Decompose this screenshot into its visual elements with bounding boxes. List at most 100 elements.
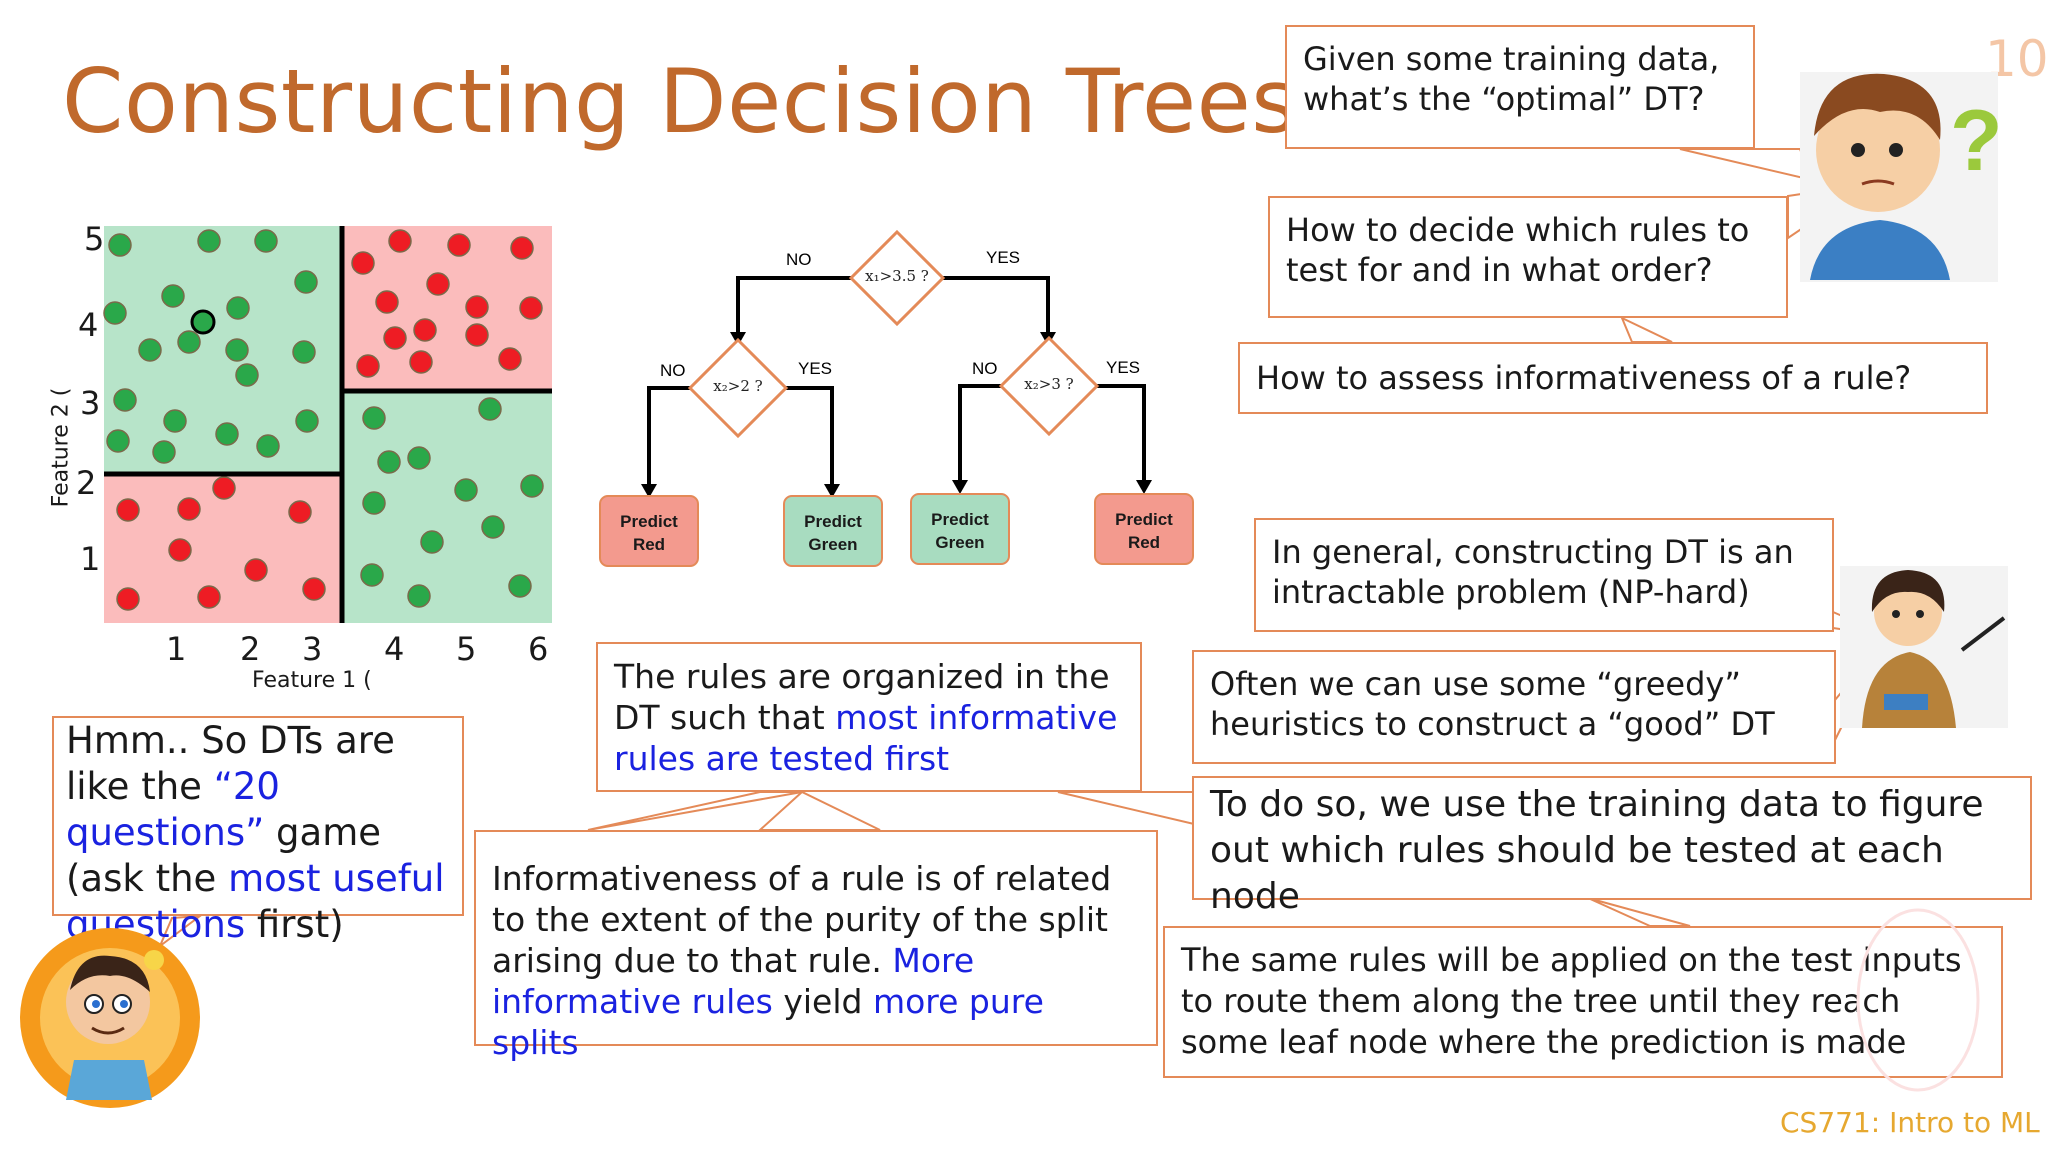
edge-right-no (958, 384, 1002, 486)
x-tick-5: 5 (456, 630, 477, 668)
left-node-diamond (687, 337, 789, 439)
leaf-predict-green-1 (783, 495, 883, 567)
arrowhead-left-no (641, 484, 657, 498)
green-point-17 (106, 429, 130, 453)
callout-purity-highlight-1: More informative rules (492, 941, 975, 1021)
callout-np-hard: In general, constructing DT is an intrac… (1254, 518, 1834, 632)
y-tick-4: 4 (78, 306, 99, 344)
red-point-11 (465, 323, 489, 347)
callout-hmm-mid: game (ask the (66, 811, 382, 900)
callout-rules-organized: The rules are organized in the DT such t… (596, 642, 1142, 792)
thinking-man-icon (20, 928, 200, 1108)
red-point-12 (498, 347, 522, 371)
callout-assess: How to assess informativeness of a rule? (1238, 342, 1988, 414)
green-point-24 (520, 474, 544, 498)
red-point-10 (413, 318, 437, 342)
callout-organized-highlight: most informative rules are tested first (614, 698, 1118, 778)
course-footer: CS771: Intro to ML (1780, 1106, 2040, 1139)
pointer-hmm (157, 914, 204, 950)
green-point-6 (226, 296, 250, 320)
scatter-points (103, 229, 544, 611)
leaf3-line2: Green (935, 533, 984, 552)
green-point-30 (508, 574, 532, 598)
green-point-23 (407, 446, 431, 470)
red-point-6 (375, 290, 399, 314)
root-node-diamond (848, 229, 946, 327)
green-point-1 (108, 233, 132, 257)
y-tick-5: 5 (84, 220, 105, 258)
red-point-21 (302, 577, 326, 601)
green-point-15 (215, 422, 239, 446)
red-point-14 (409, 350, 433, 374)
leaf4-line1: Predict (1115, 510, 1173, 529)
x-tick-3: 3 (302, 630, 323, 668)
root-no-label: NO (786, 250, 812, 269)
green-point-27 (481, 515, 505, 539)
callout-purity-mid: yield (772, 982, 873, 1021)
callout-greedy: Often we can use some “greedy” heuristic… (1192, 650, 1836, 764)
y-tick-2: 2 (76, 464, 97, 502)
red-point-17 (177, 497, 201, 521)
leaf1-line2: Red (633, 535, 665, 554)
callout-purity-text: Informativeness of a rule is of related … (492, 859, 1112, 980)
green-point-11 (235, 363, 259, 387)
right-node-diamond (998, 335, 1100, 437)
y-tick-1: 1 (80, 540, 101, 578)
root-yes-label: YES (986, 248, 1020, 267)
callout-20-questions: Hmm.. So DTs are like the “20 questions”… (52, 716, 464, 946)
red-point-23 (197, 585, 221, 609)
teacher-icon (1840, 566, 2008, 728)
x-tick-4: 4 (384, 630, 405, 668)
red-point-16 (116, 498, 140, 522)
leaf2-line1: Predict (804, 512, 862, 531)
leaf2-line2: Green (808, 535, 857, 554)
green-point-22 (377, 450, 401, 474)
green-point-20 (362, 406, 386, 430)
callout-training-text: To do so, we use the training data to fi… (1210, 784, 1984, 917)
callout-np-hard-text: In general, constructing DT is an intrac… (1272, 533, 1794, 611)
x-axis-label: Feature 1 ( (252, 668, 372, 693)
green-point-7 (294, 270, 318, 294)
red-point-3 (510, 236, 534, 260)
callout-test-inputs: The same rules will be applied on the te… (1163, 926, 2003, 1078)
red-point-2 (447, 233, 471, 257)
green-point-31 (407, 584, 431, 608)
green-point-14 (163, 409, 187, 433)
green-point-21 (478, 397, 502, 421)
callout-hmm-post: first) (245, 903, 344, 946)
leaf-predict-red-2 (1094, 493, 1194, 565)
svg-text:?: ? (1950, 93, 2003, 189)
red-point-7 (465, 295, 489, 319)
arrowhead-right-yes (1136, 480, 1152, 494)
red-point-15 (212, 476, 236, 500)
leaf3-line1: Predict (931, 510, 989, 529)
x-tick-1: 1 (166, 630, 187, 668)
confused-boy-icon: ? (1800, 72, 2003, 282)
right-condition: x₂>3 ? (1024, 375, 1073, 393)
red-point-9 (383, 326, 407, 350)
green-point-28 (420, 530, 444, 554)
callout-training: To do so, we use the training data to fi… (1192, 776, 2032, 917)
y-tick-3: 3 (80, 384, 101, 422)
left-condition: x₂>2 ? (713, 377, 762, 395)
arrowhead-right-no (952, 480, 968, 494)
right-no-label: NO (972, 359, 998, 378)
edge-root-no (736, 276, 852, 336)
red-point-8 (519, 296, 543, 320)
red-point-1 (388, 229, 412, 253)
callout-purity-highlight-2: more pure splits (492, 982, 1044, 1062)
green-point-16 (295, 409, 319, 433)
slide-title: Constructing Decision Trees (62, 50, 1298, 153)
red-point-18 (288, 500, 312, 524)
root-condition: x₁>3.5 ? (865, 267, 929, 285)
callout-organized-text: The rules are organized in the DT such t… (614, 657, 1110, 737)
edge-root-yes (942, 276, 1050, 336)
callout-test-inputs-text: The same rules will be applied on the te… (1181, 941, 1962, 1061)
green-point-26 (454, 478, 478, 502)
callout-assess-text: How to assess informativeness of a rule? (1256, 359, 1912, 397)
callout-optimal-dt: Given some training data, what’s the “op… (1285, 25, 1755, 149)
callout-which-rules: How to decide which rules to test for an… (1268, 196, 1788, 318)
